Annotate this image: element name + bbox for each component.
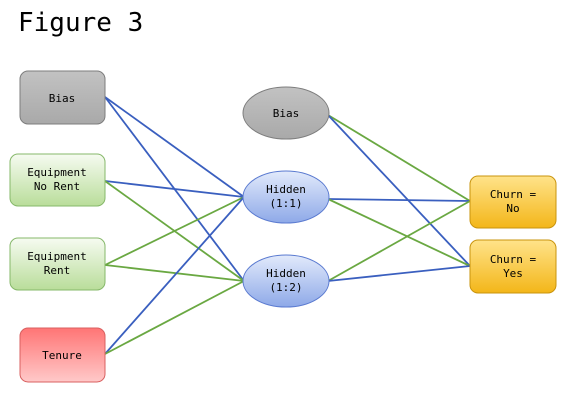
node-bias-input-label: Bias bbox=[49, 92, 76, 105]
node-hidden-1-1-line1: Hidden bbox=[266, 183, 306, 196]
edge-hidden2-to-churn_no bbox=[327, 200, 471, 282]
node-bias-hidden: Bias bbox=[242, 86, 330, 140]
node-churn-no-line1: Churn = bbox=[490, 188, 537, 201]
node-equipment-rent: Equipment Rent bbox=[9, 237, 106, 291]
node-hidden-1-2-line2: (1:2) bbox=[269, 281, 302, 294]
edge-bias_in-to-hidden1 bbox=[104, 96, 245, 198]
node-bias-hidden-label: Bias bbox=[273, 107, 300, 120]
node-equipment-no-rent-line2: No Rent bbox=[34, 180, 80, 193]
edge-tenure-to-hidden1 bbox=[104, 196, 245, 355]
edge-tenure-to-hidden2 bbox=[104, 280, 245, 355]
node-tenure: Tenure bbox=[19, 327, 106, 383]
node-hidden-1-2-line1: Hidden bbox=[266, 267, 306, 280]
node-equipment-rent-line2: Rent bbox=[44, 264, 71, 277]
edge-hidden1-to-churn_yes bbox=[327, 198, 471, 267]
edge-bias_hidden-to-churn_no bbox=[327, 114, 471, 202]
node-bias-input: Bias bbox=[19, 70, 106, 125]
node-churn-yes: Churn = Yes bbox=[469, 239, 557, 294]
node-equipment-no-rent-line1: Equipment bbox=[27, 166, 87, 179]
node-hidden-1-2: Hidden (1:2) bbox=[242, 254, 330, 308]
node-churn-yes-line2: Yes bbox=[503, 267, 523, 280]
node-hidden-1-1: Hidden (1:1) bbox=[242, 170, 330, 224]
edge-hidden2-to-churn_yes bbox=[327, 265, 471, 282]
node-equipment-rent-line1: Equipment bbox=[27, 250, 87, 263]
edges bbox=[104, 96, 471, 355]
node-equipment-no-rent: Equipment No Rent bbox=[9, 153, 106, 207]
edge-equip_rent-to-hidden2 bbox=[104, 264, 245, 282]
edge-hidden1-to-churn_no bbox=[327, 198, 471, 202]
figure-title: Figure 3 bbox=[18, 8, 143, 38]
edge-equip_rent-to-hidden1 bbox=[104, 196, 245, 266]
node-hidden-1-1-line2: (1:1) bbox=[269, 197, 302, 210]
node-tenure-label: Tenure bbox=[42, 349, 82, 362]
edge-bias_hidden-to-churn_yes bbox=[327, 114, 471, 267]
node-churn-no-line2: No bbox=[506, 202, 519, 215]
node-churn-no: Churn = No bbox=[469, 175, 557, 229]
edge-equip_norent-to-hidden1 bbox=[104, 180, 245, 198]
node-churn-yes-line1: Churn = bbox=[490, 253, 537, 266]
